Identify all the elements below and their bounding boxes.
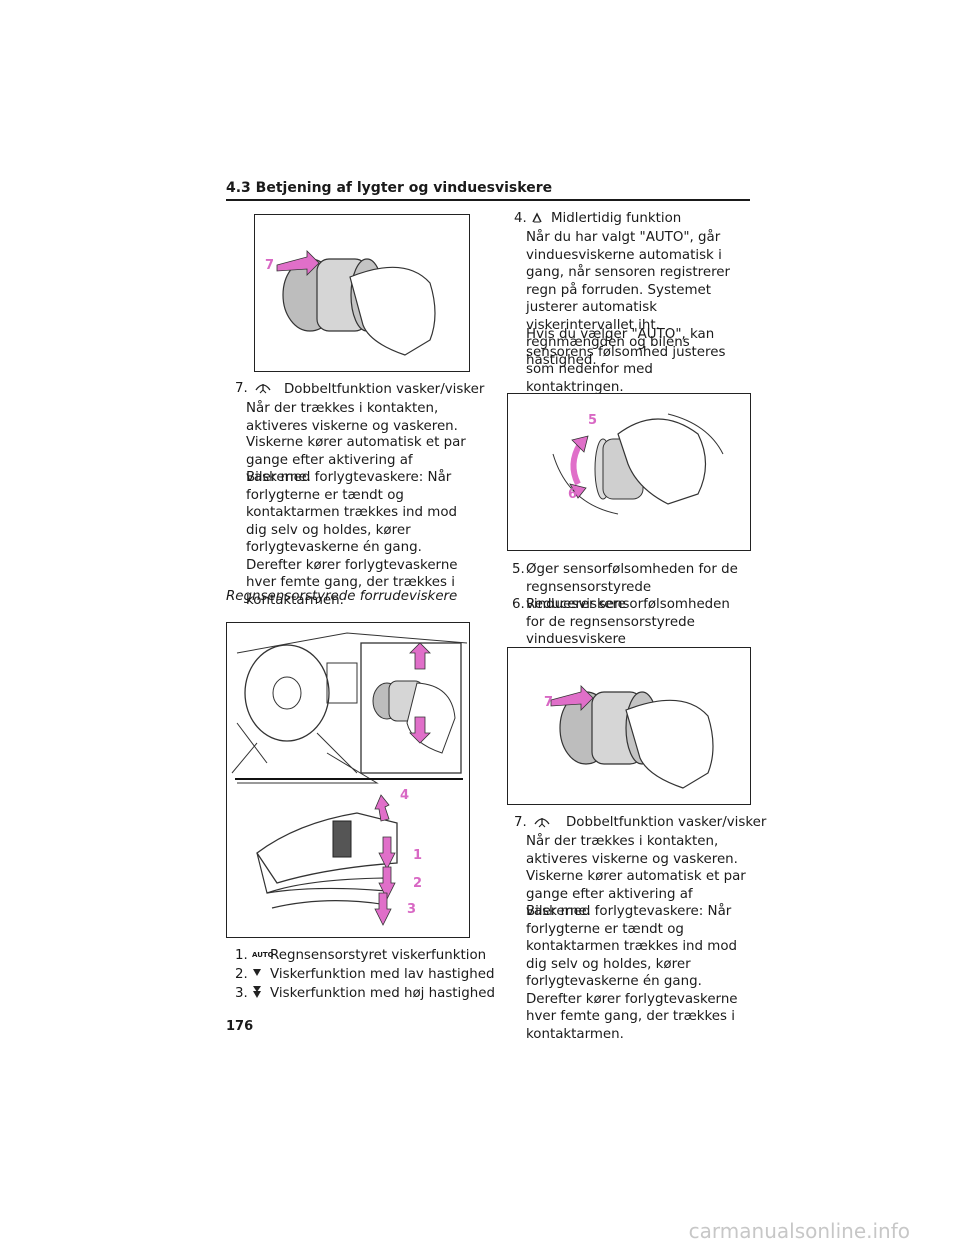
header-rule (226, 199, 750, 201)
list-item-number: 1. (235, 948, 248, 963)
dashboard-lever-illustration: 4 1 2 3 (231, 632, 468, 926)
auto-icon: AUTO (252, 951, 274, 959)
figure-pull-lever-2: 7 (507, 647, 751, 805)
fig-label-5: 5 (588, 413, 597, 428)
item7-para-1: Når der trækkes i kontakten, aktiveres v… (526, 834, 738, 867)
figure-sensitivity-ring: 5 6 (507, 393, 751, 551)
list-item-text: Regnsensorstyret viskerfunktion (270, 948, 487, 963)
fig-label-6: 6 (568, 487, 577, 502)
double-down-arrow-icon (252, 985, 262, 1002)
washer-wiper-icon (533, 814, 551, 833)
washer-wiper-icon (254, 380, 272, 399)
item7-para-3: Biler med forlygtevaskere: Når forlygter… (246, 470, 458, 608)
fig-label-2: 2 (413, 876, 422, 891)
fig-label-7: 7 (265, 258, 274, 273)
section-heading: Regnsensorstyrede forrudeviskere (226, 589, 458, 604)
page-number: 176 (226, 1019, 254, 1034)
list-item-text: Viskerfunktion med lav hastighed (270, 967, 495, 982)
list-item-text: Viskerfunktion med høj hastighed (270, 986, 495, 1001)
fig-label-7: 7 (544, 695, 553, 710)
mist-up-arrow-icon (532, 212, 542, 227)
item7-para-3: Biler med forlygtevaskere: Når forlygter… (526, 904, 738, 1042)
item7-para-1: Når der trækkes i kontakten, aktiveres v… (246, 401, 458, 434)
figure-wiper-lever-positions: 4 1 2 3 (226, 622, 470, 938)
item4-title: Midlertidig funktion (551, 211, 682, 226)
fig-label-1: 1 (413, 848, 422, 863)
ring-rotate-illustration: 5 6 (552, 413, 724, 515)
lever-pull-illustration: 7 (265, 250, 436, 356)
list-item-text: Reducerer sensorfølsomheden for de regns… (526, 597, 730, 647)
list-item-number: 6. (512, 597, 525, 612)
item-number: 7. (235, 381, 248, 396)
list-item-number: 5. (512, 562, 525, 577)
watermark: carmanualsonline.info (688, 1219, 910, 1243)
item7-title: Dobbeltfunktion vasker/visker (284, 382, 485, 397)
fig-label-3: 3 (407, 902, 416, 917)
section-header: 4.3 Betjening af lygter og vinduesvisker… (226, 180, 553, 196)
single-down-arrow-icon (252, 966, 262, 981)
item-number: 4. (514, 211, 527, 226)
item-number: 7. (514, 815, 527, 830)
item7-para-2: Viskerne kører automatisk et par gange e… (526, 869, 746, 919)
list-item-number: 2. (235, 967, 248, 982)
lever-pull-illustration-2: 7 (544, 685, 714, 789)
list-item-text: Øger sensorfølsomheden for de regnsensor… (526, 562, 738, 612)
fig-label-4: 4 (400, 788, 409, 803)
item7-para-2: Viskerne kører automatisk et par gange e… (246, 435, 466, 485)
item4-para-2: Hvis du vælger "AUTO", kan sensorens føl… (526, 327, 726, 395)
list-item-number: 3. (235, 986, 248, 1001)
figure-pull-lever: 7 (254, 214, 470, 372)
item4-para-1: Når du har valgt "AUTO", går vinduesvisk… (526, 230, 731, 368)
item7-title: Dobbeltfunktion vasker/visker (566, 815, 767, 830)
